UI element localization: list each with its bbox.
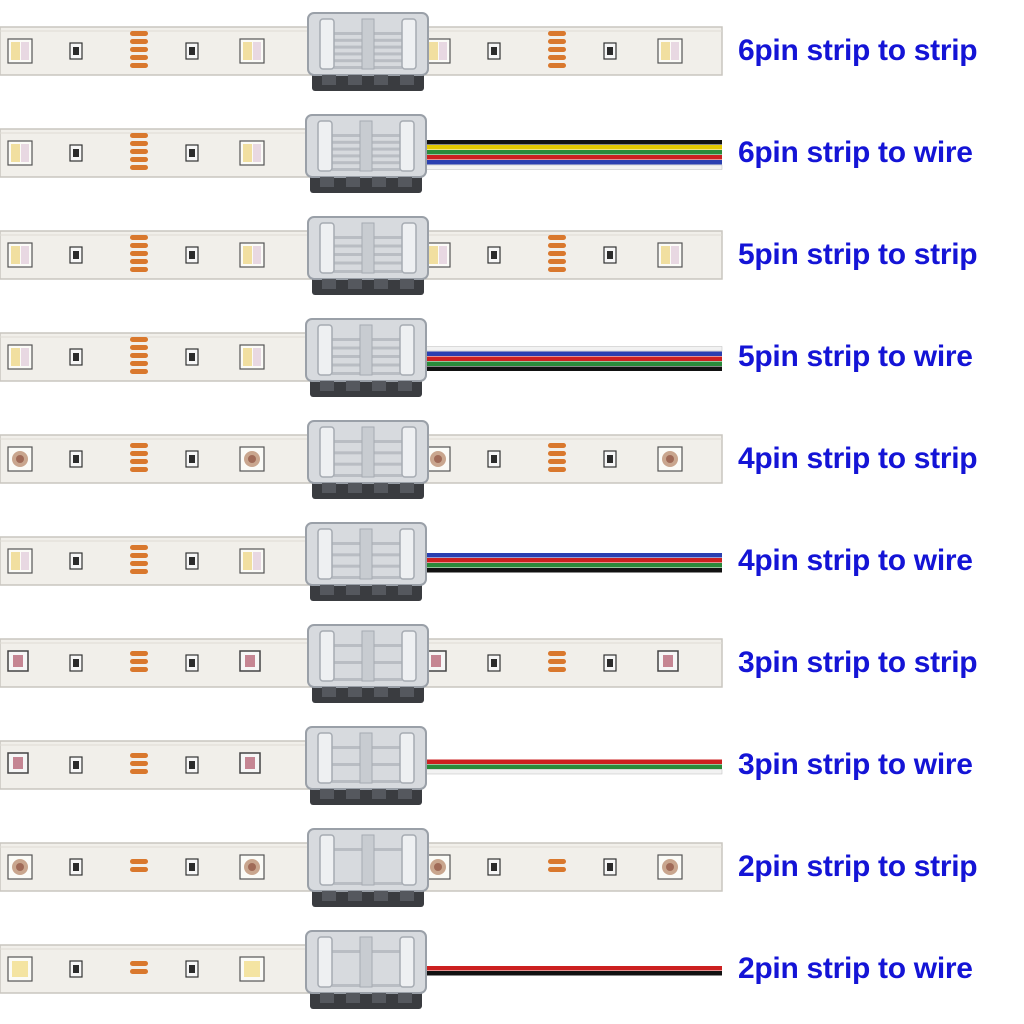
connector-photo (0, 420, 723, 499)
connector-photo (0, 726, 723, 805)
connector-photo (0, 624, 723, 703)
connector-photo (0, 522, 722, 601)
connector-type-label: 2pin strip to strip (738, 850, 978, 883)
connector-photo (0, 216, 723, 295)
connector-row: 6pin strip to strip (0, 0, 1024, 102)
connector-row: 2pin strip to wire (0, 918, 1024, 1020)
connector-row: 5pin strip to wire (0, 306, 1024, 408)
connector-photo (0, 930, 722, 1009)
connector-photo (0, 12, 723, 91)
connector-row: 6pin strip to wire (0, 102, 1024, 204)
connector-type-label: 2pin strip to wire (738, 952, 973, 985)
connector-type-label: 3pin strip to strip (738, 646, 978, 679)
connector-photo (0, 828, 723, 907)
connector-type-label: 6pin strip to strip (738, 34, 978, 67)
connector-row: 3pin strip to strip (0, 612, 1024, 714)
connector-photo (0, 114, 723, 193)
connector-type-label: 6pin strip to wire (738, 136, 973, 169)
connector-row: 4pin strip to strip (0, 408, 1024, 510)
connector-photo (0, 318, 723, 397)
connector-row: 2pin strip to strip (0, 816, 1024, 918)
connector-type-label: 4pin strip to wire (738, 544, 973, 577)
connector-type-label: 5pin strip to strip (738, 238, 978, 271)
connector-type-label: 3pin strip to wire (738, 748, 973, 781)
connector-row: 4pin strip to wire (0, 510, 1024, 612)
connector-type-label: 5pin strip to wire (738, 340, 973, 373)
connector-row: 3pin strip to wire (0, 714, 1024, 816)
connector-type-label: 4pin strip to strip (738, 442, 978, 475)
connector-row: 5pin strip to strip (0, 204, 1024, 306)
